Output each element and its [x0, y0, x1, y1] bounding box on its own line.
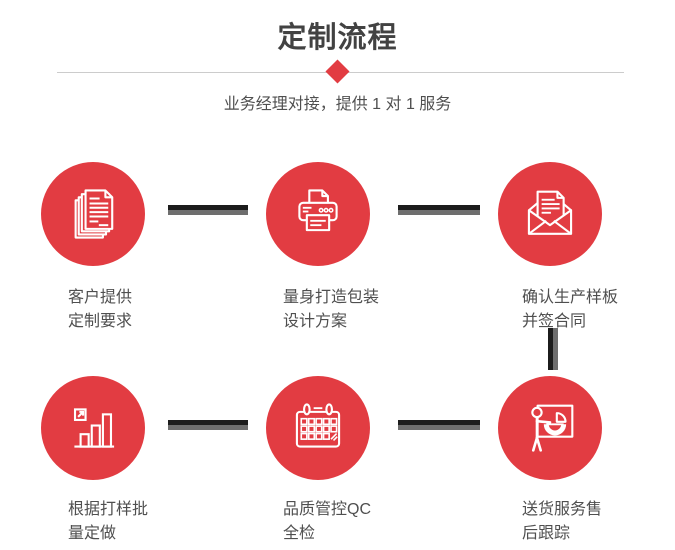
- step-label-2-line1: 量身打造包装: [283, 289, 380, 306]
- step-label-5-line2: 全检: [283, 525, 316, 542]
- step-label-4-line2: 量定做: [68, 525, 117, 542]
- calendar-icon: [295, 403, 341, 448]
- step-label-1-line2: 定制要求: [68, 313, 133, 330]
- step-label-2-line2: 设计方案: [283, 313, 348, 330]
- step-label-6: 送货服务售 后跟踪: [522, 498, 602, 546]
- documents-icon: [74, 189, 114, 239]
- diamond-icon: [325, 59, 350, 84]
- step-circle-2: [266, 162, 370, 266]
- step-label-5: 品质管控QC 全检: [283, 498, 371, 546]
- step-label-5-line1: 品质管控QC: [283, 501, 372, 518]
- step-circle-5: [266, 376, 370, 480]
- step-label-3-line1: 确认生产样板: [522, 289, 619, 306]
- step-label-1: 客户提供 定制要求: [68, 286, 132, 334]
- step-label-4: 根据打样批 量定做: [68, 498, 148, 546]
- connector-step1-step2: [168, 205, 248, 215]
- subtitle: 业务经理对接，提供 1 对 1 服务: [223, 96, 452, 113]
- step-circle-1: [41, 162, 145, 266]
- connector-step3-step6: [548, 328, 558, 370]
- step-circle-4: [41, 376, 145, 480]
- step-label-4-line1: 根据打样批: [68, 501, 149, 518]
- step-label-6-line2: 后跟踪: [522, 525, 571, 542]
- printer-icon: [298, 189, 338, 232]
- envelope-letter-icon: [527, 190, 573, 235]
- step-label-1-line1: 客户提供: [68, 289, 133, 306]
- presentation-icon: [531, 404, 574, 452]
- step-label-3: 确认生产样板 并签合同: [522, 286, 618, 334]
- step-label-6-line1: 送货服务售: [522, 501, 603, 518]
- connector-step2-step3: [398, 205, 480, 215]
- step-label-2: 量身打造包装 设计方案: [283, 286, 379, 334]
- step-circle-3: [498, 162, 602, 266]
- step-label-3-line2: 并签合同: [522, 313, 587, 330]
- step-circle-6: [498, 376, 602, 480]
- connector-step5-step6: [398, 420, 480, 430]
- page-title: 定制流程: [277, 22, 398, 54]
- bar-chart-icon: [73, 408, 115, 448]
- connector-step4-step5: [168, 420, 248, 430]
